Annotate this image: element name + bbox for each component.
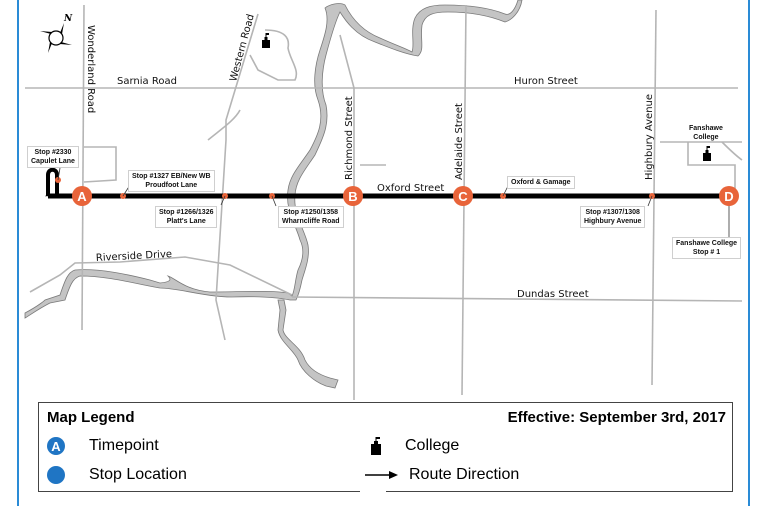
stop-label-oxford-gamage: Oxford & Gamage	[507, 176, 575, 189]
legend-item-route-direction: Route Direction	[365, 466, 519, 484]
label-adelaide-street: Adelaide Street	[454, 103, 465, 180]
label-huron-street: Huron Street	[514, 76, 578, 87]
label-western-road: Western Road	[228, 13, 257, 83]
legend-border-gap	[360, 488, 386, 492]
timepoint-b[interactable]: B	[343, 186, 363, 206]
svg-text:N: N	[63, 14, 73, 24]
label-highbury-avenue: Highbury Avenue	[644, 94, 655, 180]
label-oxford-street: Oxford Street	[377, 183, 444, 194]
map-frame-left-border	[17, 0, 19, 506]
legend-title: Map Legend	[47, 409, 135, 426]
college-icon-western	[262, 33, 270, 48]
timepoint-c[interactable]: C	[453, 186, 473, 206]
roads	[25, 4, 743, 400]
route-map: A B C D Sarnia Road Huron Street Oxford …	[24, 0, 743, 400]
map-legend: Map Legend Effective: September 3rd, 201…	[38, 402, 733, 492]
map-frame-right-border	[748, 0, 750, 506]
legend-item-stop-location: Stop Location	[47, 466, 187, 484]
svg-text:C: C	[458, 189, 468, 204]
svg-text:D: D	[724, 189, 733, 204]
timepoint-a[interactable]: A	[72, 186, 92, 206]
route-line	[46, 167, 730, 199]
college-icon	[371, 437, 381, 455]
label-dundas-street: Dundas Street	[517, 289, 589, 300]
label-riverside-drive: Riverside Drive	[96, 249, 173, 264]
svg-text:B: B	[348, 189, 357, 204]
river	[24, 0, 523, 389]
compass-icon: N	[40, 14, 73, 53]
label-richmond-street: Richmond Street	[344, 96, 355, 180]
timepoint-d[interactable]: D	[719, 186, 739, 206]
label-sarnia-road: Sarnia Road	[117, 76, 177, 87]
legend-item-timepoint: A Timepoint	[47, 437, 159, 455]
stop-location-icon	[47, 466, 65, 484]
legend-item-college: College	[369, 437, 459, 455]
college-icon-fanshawe	[703, 146, 711, 161]
arrow-right-icon	[365, 471, 398, 479]
effective-date: Effective: September 3rd, 2017	[507, 409, 726, 426]
svg-text:A: A	[77, 189, 87, 204]
timepoint-icon: A	[47, 437, 65, 455]
label-wonderland-road: Wonderland Road	[85, 25, 96, 113]
